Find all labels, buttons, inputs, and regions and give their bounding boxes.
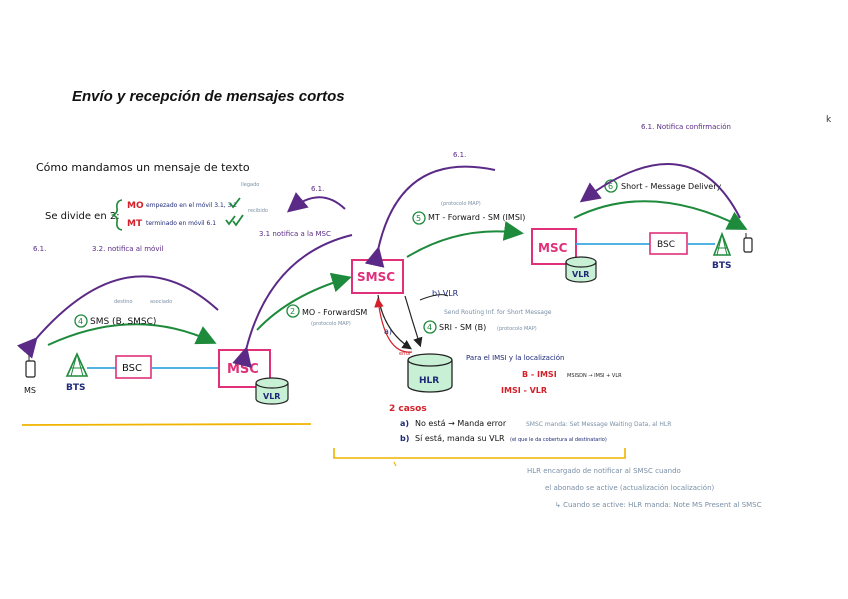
case-b-text: Sí está, manda su VLR xyxy=(415,434,505,443)
step4-note-center: (protocolo MAP) xyxy=(497,326,537,332)
imsi-line1-b: MSISDN → IMSI + VLR xyxy=(567,373,622,379)
label-61-right: 6.1. xyxy=(453,151,466,159)
step4-text-left: SMS (B, SMSC) xyxy=(90,317,156,327)
step4-num-circle xyxy=(74,314,88,328)
step6-num: 6 xyxy=(608,182,613,191)
imsi-line1-a: B - IMSI xyxy=(522,370,557,379)
mo-code: MO xyxy=(127,201,144,211)
arrow-step5-mtforward xyxy=(406,220,524,258)
step4-note-destino: destino xyxy=(114,299,132,305)
hlr-note-3: ↳ Cuando se active: HLR manda: Note MS P… xyxy=(555,501,762,509)
arrow-61-center-left xyxy=(286,192,346,213)
arrow-hlr-error xyxy=(374,297,413,353)
yellow-underline-left xyxy=(21,423,312,426)
mo-desc: empezado en el móvil 3.1, 3.2 xyxy=(146,202,237,209)
step4-num-center: 4 xyxy=(427,323,432,332)
note-llegado: llegado xyxy=(241,182,259,188)
step2-note: (protocolo MAP) xyxy=(311,321,351,327)
case-a-note: SMSC manda: Set Message Waiting Data, al… xyxy=(526,421,671,428)
step4-num-left: 4 xyxy=(78,317,83,326)
ms-phone-icon xyxy=(25,360,36,378)
arrow-61-right xyxy=(364,165,496,268)
hlr-label: HLR xyxy=(419,376,439,386)
hlr-note-1: HLR encargado de notificar al SMSC cuand… xyxy=(527,467,681,475)
step3a-note: error xyxy=(399,351,412,357)
hlr-cylinder xyxy=(407,353,453,393)
hlr-note-2: el abonado se active (actualización loca… xyxy=(545,484,715,492)
vlr-label-right: VLR xyxy=(572,270,589,279)
arrow-61-confirm xyxy=(579,163,741,219)
msc-label-right: MSC xyxy=(538,241,568,255)
label-31: 3.1 notifica a la MSC xyxy=(259,230,331,238)
step6-text: Short - Message Delivery xyxy=(621,182,722,191)
arrow-smsc-hlr xyxy=(377,294,412,350)
bsc-label-left: BSC xyxy=(122,363,142,374)
step3a-label: a) xyxy=(384,327,392,336)
arrow-smsc-hlr-b xyxy=(404,295,423,348)
smsc-label: SMSC xyxy=(357,270,395,284)
imsi-title: Para el IMSI y la localización xyxy=(466,354,564,362)
intro-text: Cómo mandamos un mensaje de texto xyxy=(36,161,250,174)
step4-center-circle xyxy=(423,320,437,334)
arrow-31-notify xyxy=(232,234,353,368)
bts-tower-icon-right xyxy=(712,231,732,256)
msc-label-left: MSC xyxy=(227,362,259,377)
bsc-box-left xyxy=(115,355,152,379)
arrow-step2-moforward xyxy=(256,272,352,331)
arrow-step4-sms xyxy=(47,323,217,346)
step2-num-circle xyxy=(286,304,300,318)
label-61-center: 6.1. xyxy=(311,185,324,193)
bts-tower-icon-left xyxy=(65,352,89,377)
mt-check-icon-2 xyxy=(232,214,244,227)
arrow-32-notify xyxy=(16,275,219,359)
mt-code: MT xyxy=(127,219,143,229)
page-title: Envío y recepción de mensajes cortos xyxy=(72,88,345,105)
ms-phone-icon-right xyxy=(743,237,753,253)
label-61-left: 6.1. xyxy=(33,245,46,253)
divide-prefix: Se divide en 2: xyxy=(45,211,120,222)
bts-label-left: BTS xyxy=(66,383,85,393)
step5-note: (protocolo MAP) xyxy=(441,201,481,207)
mt-check-icon-1 xyxy=(225,215,236,226)
arrow-step6-delivery xyxy=(573,200,748,230)
mo-check-icon xyxy=(229,197,241,209)
mt-desc: terminado en móvil 6.1 xyxy=(146,220,216,227)
vlr-cylinder-right xyxy=(565,256,597,283)
vlr-label-left: VLR xyxy=(263,392,280,401)
case-a-label: a) xyxy=(400,419,409,428)
label-61-confirm: 6.1. Notifica confirmación xyxy=(641,123,731,131)
bts-label-right: BTS xyxy=(712,261,731,271)
step4-text-center: SRI - SM (B) xyxy=(439,323,486,332)
step3b-label: b) VLR xyxy=(432,289,459,298)
yellow-bracket-center xyxy=(333,448,626,459)
step5-text: MT - Forward - SM (IMSI) xyxy=(428,213,525,222)
imsi-line2: IMSI - VLR xyxy=(501,386,547,395)
ms-label: MS xyxy=(24,386,36,395)
step5-num: 5 xyxy=(416,214,421,223)
divide-brace xyxy=(110,199,123,231)
step2-text: MO - ForwardSM xyxy=(302,308,367,317)
step5-num-circle xyxy=(412,211,426,225)
case-b-label: b) xyxy=(400,434,409,443)
msc-box-right xyxy=(531,228,577,265)
send-routing-note: Send Routing Inf. for Short Message xyxy=(444,309,552,316)
label-32: 3.2. notifica al móvil xyxy=(92,245,163,253)
step2-num: 2 xyxy=(290,307,295,316)
case-a-text: No está → Manda error xyxy=(415,419,507,428)
vlr-cylinder-left xyxy=(255,377,289,405)
step4-note-asociado: asociado xyxy=(150,299,172,305)
corner-mark: k xyxy=(826,115,832,125)
cases-title: 2 casos xyxy=(389,404,427,414)
note-recibido: recibido xyxy=(248,208,268,214)
bsc-label-right: BSC xyxy=(657,240,675,250)
case-b-note: (el que le da cobertura al destinatario) xyxy=(510,437,607,443)
